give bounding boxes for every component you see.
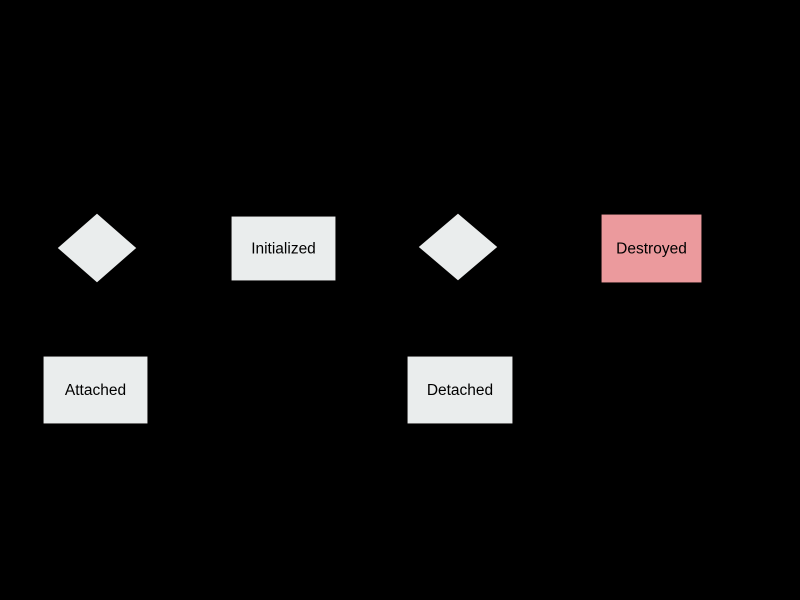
decision-shape[interactable] (56, 212, 138, 284)
node-initialized[interactable]: Initialized (230, 215, 337, 282)
node-label-detached: Detached (427, 382, 493, 399)
node-detached[interactable]: Detached (406, 355, 514, 425)
decision-shape[interactable] (417, 212, 499, 282)
node-decision-2[interactable] (417, 212, 499, 282)
node-destroyed[interactable]: Destroyed (600, 213, 703, 284)
edges-layer (8, 244, 601, 391)
state-shape[interactable] (230, 215, 337, 282)
state-shape[interactable] (600, 213, 703, 284)
node-attached[interactable]: Attached (42, 355, 149, 425)
node-label-attached: Attached (65, 382, 126, 399)
node-label-initialized: Initialized (251, 241, 316, 258)
node-decision-1[interactable] (56, 212, 138, 284)
node-label-destroyed: Destroyed (616, 241, 687, 258)
state-shape[interactable] (406, 355, 514, 425)
state-shape[interactable] (42, 355, 149, 425)
